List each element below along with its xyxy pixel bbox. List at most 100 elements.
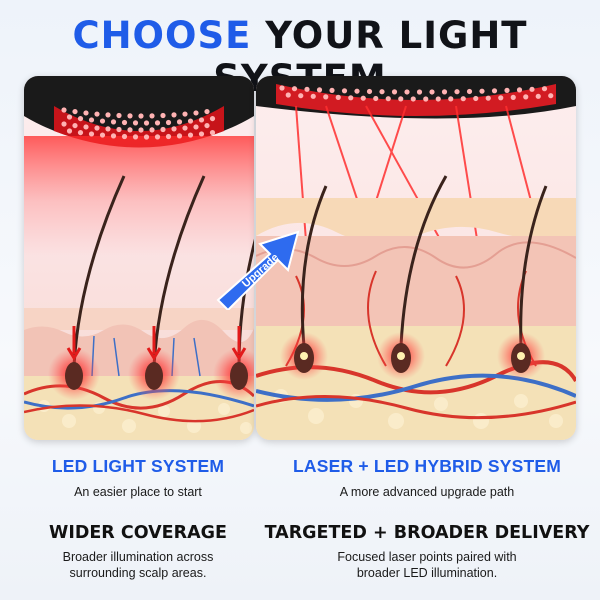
led-dot bbox=[83, 110, 89, 116]
led-dot bbox=[72, 122, 78, 129]
led-dot bbox=[373, 95, 379, 102]
led-dot bbox=[448, 96, 454, 102]
led-dot bbox=[143, 120, 150, 126]
led-dot bbox=[83, 124, 89, 130]
led-dot bbox=[99, 132, 106, 138]
led-dot bbox=[171, 112, 177, 118]
led-dot bbox=[510, 94, 516, 100]
led-illustration bbox=[24, 76, 254, 440]
led-feature-title: WIDER COVERAGE bbox=[49, 523, 227, 543]
led-dot bbox=[491, 88, 498, 94]
led-dot bbox=[523, 94, 529, 100]
led-dot bbox=[154, 134, 161, 140]
led-dot bbox=[149, 127, 155, 133]
led-dot bbox=[187, 118, 194, 124]
led-dot bbox=[410, 96, 416, 102]
led-dot bbox=[182, 111, 188, 117]
led-dot bbox=[143, 134, 150, 140]
led-dot bbox=[160, 112, 166, 119]
led-dot bbox=[535, 93, 541, 99]
led-dot bbox=[165, 119, 172, 126]
led-dot bbox=[77, 129, 84, 136]
hybrid-feature-desc: Focused laser points paired with broader… bbox=[262, 549, 592, 581]
led-dot bbox=[473, 95, 479, 102]
led-dot bbox=[72, 108, 78, 115]
led-dot bbox=[127, 113, 133, 119]
led-dot bbox=[187, 132, 194, 138]
laser-led-illustration bbox=[256, 76, 576, 440]
led-dot bbox=[466, 88, 473, 95]
led-dot bbox=[61, 107, 67, 113]
hybrid-feature-title: TARGETED + BROADER DELIVERY bbox=[264, 523, 590, 543]
led-dot bbox=[323, 94, 329, 100]
led-dot bbox=[304, 86, 310, 92]
led-dot bbox=[279, 85, 285, 91]
led-dot bbox=[348, 95, 354, 101]
led-dot bbox=[66, 114, 73, 120]
led-system-subtitle: An easier place to start bbox=[74, 485, 202, 499]
led-dot bbox=[138, 127, 144, 133]
led-dot bbox=[149, 113, 155, 119]
led-dot bbox=[391, 89, 398, 95]
led-dot bbox=[116, 112, 122, 119]
led-dot bbox=[435, 96, 441, 102]
led-dot bbox=[99, 118, 106, 124]
led-dot bbox=[354, 88, 360, 94]
led-dot bbox=[110, 119, 117, 125]
led-dot bbox=[94, 111, 100, 117]
led-dot bbox=[429, 89, 435, 95]
hair-follicles bbox=[280, 175, 548, 380]
led-dot bbox=[485, 95, 491, 101]
led-dot bbox=[285, 92, 291, 98]
led-feature-desc-line1: Broader illumination across bbox=[62, 550, 214, 564]
led-dot bbox=[529, 86, 535, 92]
led-dot bbox=[335, 94, 341, 100]
led-dots bbox=[61, 107, 216, 140]
led-dot bbox=[291, 86, 298, 92]
led-dot bbox=[316, 87, 323, 93]
led-dot bbox=[416, 89, 423, 95]
led-dot bbox=[66, 128, 73, 134]
led-dot bbox=[516, 87, 523, 93]
led-dot bbox=[138, 113, 144, 119]
led-column: LED LIGHT SYSTEM An easier place to star… bbox=[18, 456, 258, 581]
led-dot bbox=[404, 89, 410, 95]
led-dot bbox=[209, 115, 216, 122]
led-dot bbox=[160, 126, 166, 133]
led-dot bbox=[77, 115, 84, 122]
led-dot bbox=[116, 126, 122, 133]
led-dot bbox=[198, 117, 205, 123]
led-dot bbox=[398, 96, 404, 102]
led-feature-desc: Broader illumination across surrounding … bbox=[18, 549, 258, 581]
led-dot bbox=[94, 125, 100, 131]
led-dot bbox=[541, 86, 548, 92]
led-dot bbox=[548, 93, 554, 99]
led-dot bbox=[132, 134, 139, 140]
led-dot bbox=[423, 96, 429, 102]
led-system-title: LED LIGHT SYSTEM bbox=[51, 456, 225, 476]
led-dot bbox=[88, 117, 95, 123]
led-dot bbox=[198, 131, 205, 137]
led-dot bbox=[193, 110, 199, 116]
led-dot bbox=[121, 133, 128, 140]
upgrade-badge: Upgrade bbox=[212, 226, 304, 312]
led-dot bbox=[132, 120, 139, 126]
hybrid-feature-desc-line1: Focused laser points paired with bbox=[337, 550, 517, 564]
led-dots bbox=[279, 85, 554, 102]
led-dot bbox=[105, 112, 111, 118]
led-dot bbox=[441, 89, 448, 95]
led-dot bbox=[61, 121, 67, 127]
hybrid-column: LASER + LED HYBRID SYSTEM A more advance… bbox=[262, 456, 592, 581]
led-dot bbox=[329, 87, 335, 93]
led-dot bbox=[360, 95, 366, 101]
hybrid-system-subtitle: A more advanced upgrade path bbox=[339, 485, 515, 499]
led-dot bbox=[366, 88, 373, 95]
led-dot bbox=[121, 119, 128, 126]
led-dot bbox=[154, 120, 161, 126]
led-dot bbox=[176, 119, 183, 125]
upgrade-label: Upgrade bbox=[240, 251, 281, 290]
led-dot bbox=[88, 131, 95, 137]
hybrid-system-title: LASER + LED HYBRID SYSTEM bbox=[292, 456, 562, 476]
led-dot bbox=[341, 88, 348, 94]
led-dot bbox=[182, 125, 188, 131]
